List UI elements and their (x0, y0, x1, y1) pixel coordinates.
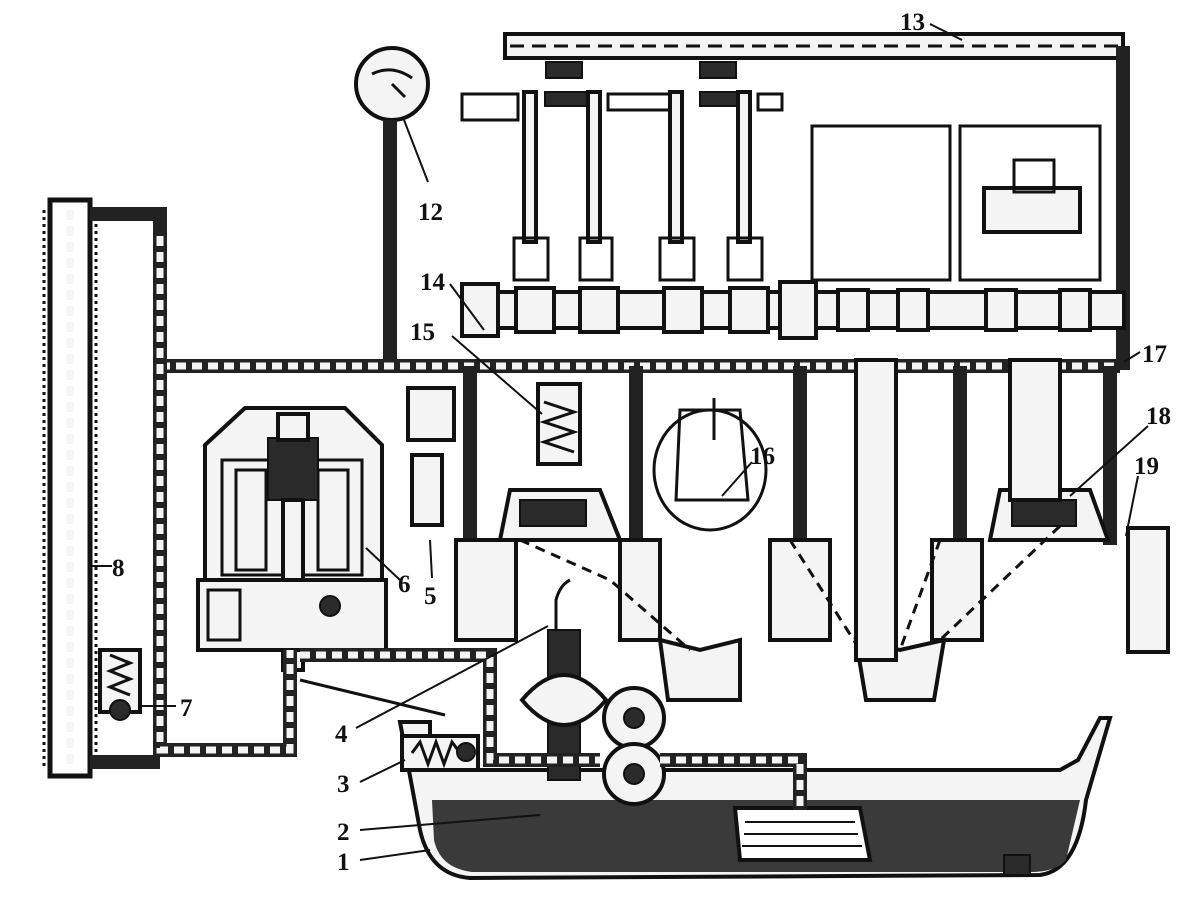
pushrods (512, 90, 764, 282)
callout-14: 14 (420, 269, 446, 296)
cylinder-block (810, 124, 1102, 282)
distributor (406, 386, 456, 527)
callout-4: 4 (335, 721, 348, 748)
callout-13: 13 (900, 9, 925, 36)
oil-cooler (42, 197, 98, 779)
pump-drive-shaft (519, 578, 609, 781)
callout-5: 5 (424, 583, 437, 610)
callouts: 1 2 3 4 5 6 7 8 12 13 14 15 16 17 18 19 (112, 9, 1171, 876)
callout-6: 6 (398, 571, 411, 598)
bypass-valve (98, 648, 142, 721)
pressure-valve (536, 382, 582, 466)
camshaft (460, 280, 1126, 340)
callout-1: 1 (337, 849, 350, 876)
main-oil-gallery (90, 207, 1120, 810)
callout-12: 12 (418, 199, 443, 226)
oil-strainer (732, 806, 873, 862)
callout-8: 8 (112, 555, 125, 582)
oil-pump (602, 686, 666, 806)
callout-3: 3 (337, 771, 350, 798)
pressure-gauge (354, 46, 430, 372)
callout-16: 16 (750, 443, 775, 470)
callout-17: 17 (1142, 341, 1167, 368)
crankshaft (454, 358, 1170, 702)
callout-19: 19 (1134, 453, 1159, 480)
oil-filter (196, 406, 388, 672)
callout-15: 15 (410, 319, 435, 346)
callout-18: 18 (1146, 403, 1171, 430)
callout-2: 2 (337, 819, 350, 846)
oil-pump-drive-gear (652, 398, 768, 532)
callout-7: 7 (180, 695, 193, 722)
leader-lines (92, 23, 1149, 861)
drain-plug (1003, 854, 1031, 876)
relief-valve (400, 734, 480, 772)
rocker-shaft (460, 32, 1130, 370)
